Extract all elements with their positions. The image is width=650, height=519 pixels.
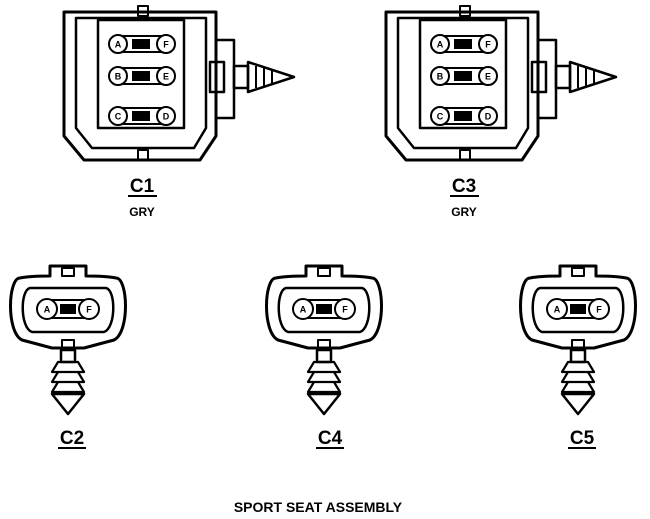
c1-pin-b [108,66,128,86]
connector-c4: A F C4 [265,264,383,449]
c3-pin-row-3: C D [430,106,498,126]
c1-pin-row-3: C D [108,106,176,126]
connector-c3: A F B E C D C3 GRY [384,5,618,219]
c5-pin-f [588,298,610,320]
c3-color: GRY [451,205,477,219]
c4-pin-a [292,298,314,320]
c1-pin-e [156,66,176,86]
c1-label: C1 [130,176,155,197]
c3-pin-row-1: A F [430,34,498,54]
c2-pin-a [36,298,58,320]
c3-pin-d [478,106,498,126]
c1-pin-c-label: C [115,112,122,122]
c3-pin-c-label: C [437,112,444,122]
c3-pin-a-label: A [437,40,444,50]
connector-c5: A F C5 [519,264,637,449]
c1-pin-f-label: F [163,40,169,50]
c3-pin-c [430,106,450,126]
c3-pin-e-label: E [485,72,491,82]
c5-pin-a-label: A [554,305,561,315]
connector-c2: A F C2 [9,264,127,449]
c3-pin-b [430,66,450,86]
c1-pin-b-label: B [115,72,122,82]
diagram-caption: SPORT SEAT ASSEMBLY [234,499,403,515]
c3-pin-f-label: F [485,40,491,50]
c2-pin-f [78,298,100,320]
c1-color: GRY [129,205,155,219]
c3-pin-d-label: D [485,112,492,122]
c1-pin-f [156,34,176,54]
c1-pin-row-1: A F [108,34,176,54]
c1-pin-e-label: E [163,72,169,82]
c3-pin-a [430,34,450,54]
c1-pin-a [108,34,128,54]
c1-pin-d [156,106,176,126]
c2-pin-f-label: F [86,305,92,315]
c4-pin-a-label: A [300,305,307,315]
c4-pin-f [334,298,356,320]
c5-label: C5 [570,428,595,449]
c1-pin-a-label: A [115,40,122,50]
c2-label: C2 [60,428,84,449]
c5-pin-a [546,298,568,320]
c2-pin-a-label: A [44,305,51,315]
connector-c1: A F B E C D C1 GRY [62,5,296,219]
c4-label: C4 [318,428,343,449]
c3-pin-e [478,66,498,86]
c3-pin-b-label: B [437,72,444,82]
c3-label: C3 [452,176,476,197]
c4-pin-f-label: F [342,305,348,315]
c1-pin-d-label: D [163,112,170,122]
c1-pin-c [108,106,128,126]
c3-pin-f [478,34,498,54]
c1-pin-row-2: B E [108,66,176,86]
c5-pin-f-label: F [596,305,602,315]
c3-pin-row-2: B E [430,66,498,86]
